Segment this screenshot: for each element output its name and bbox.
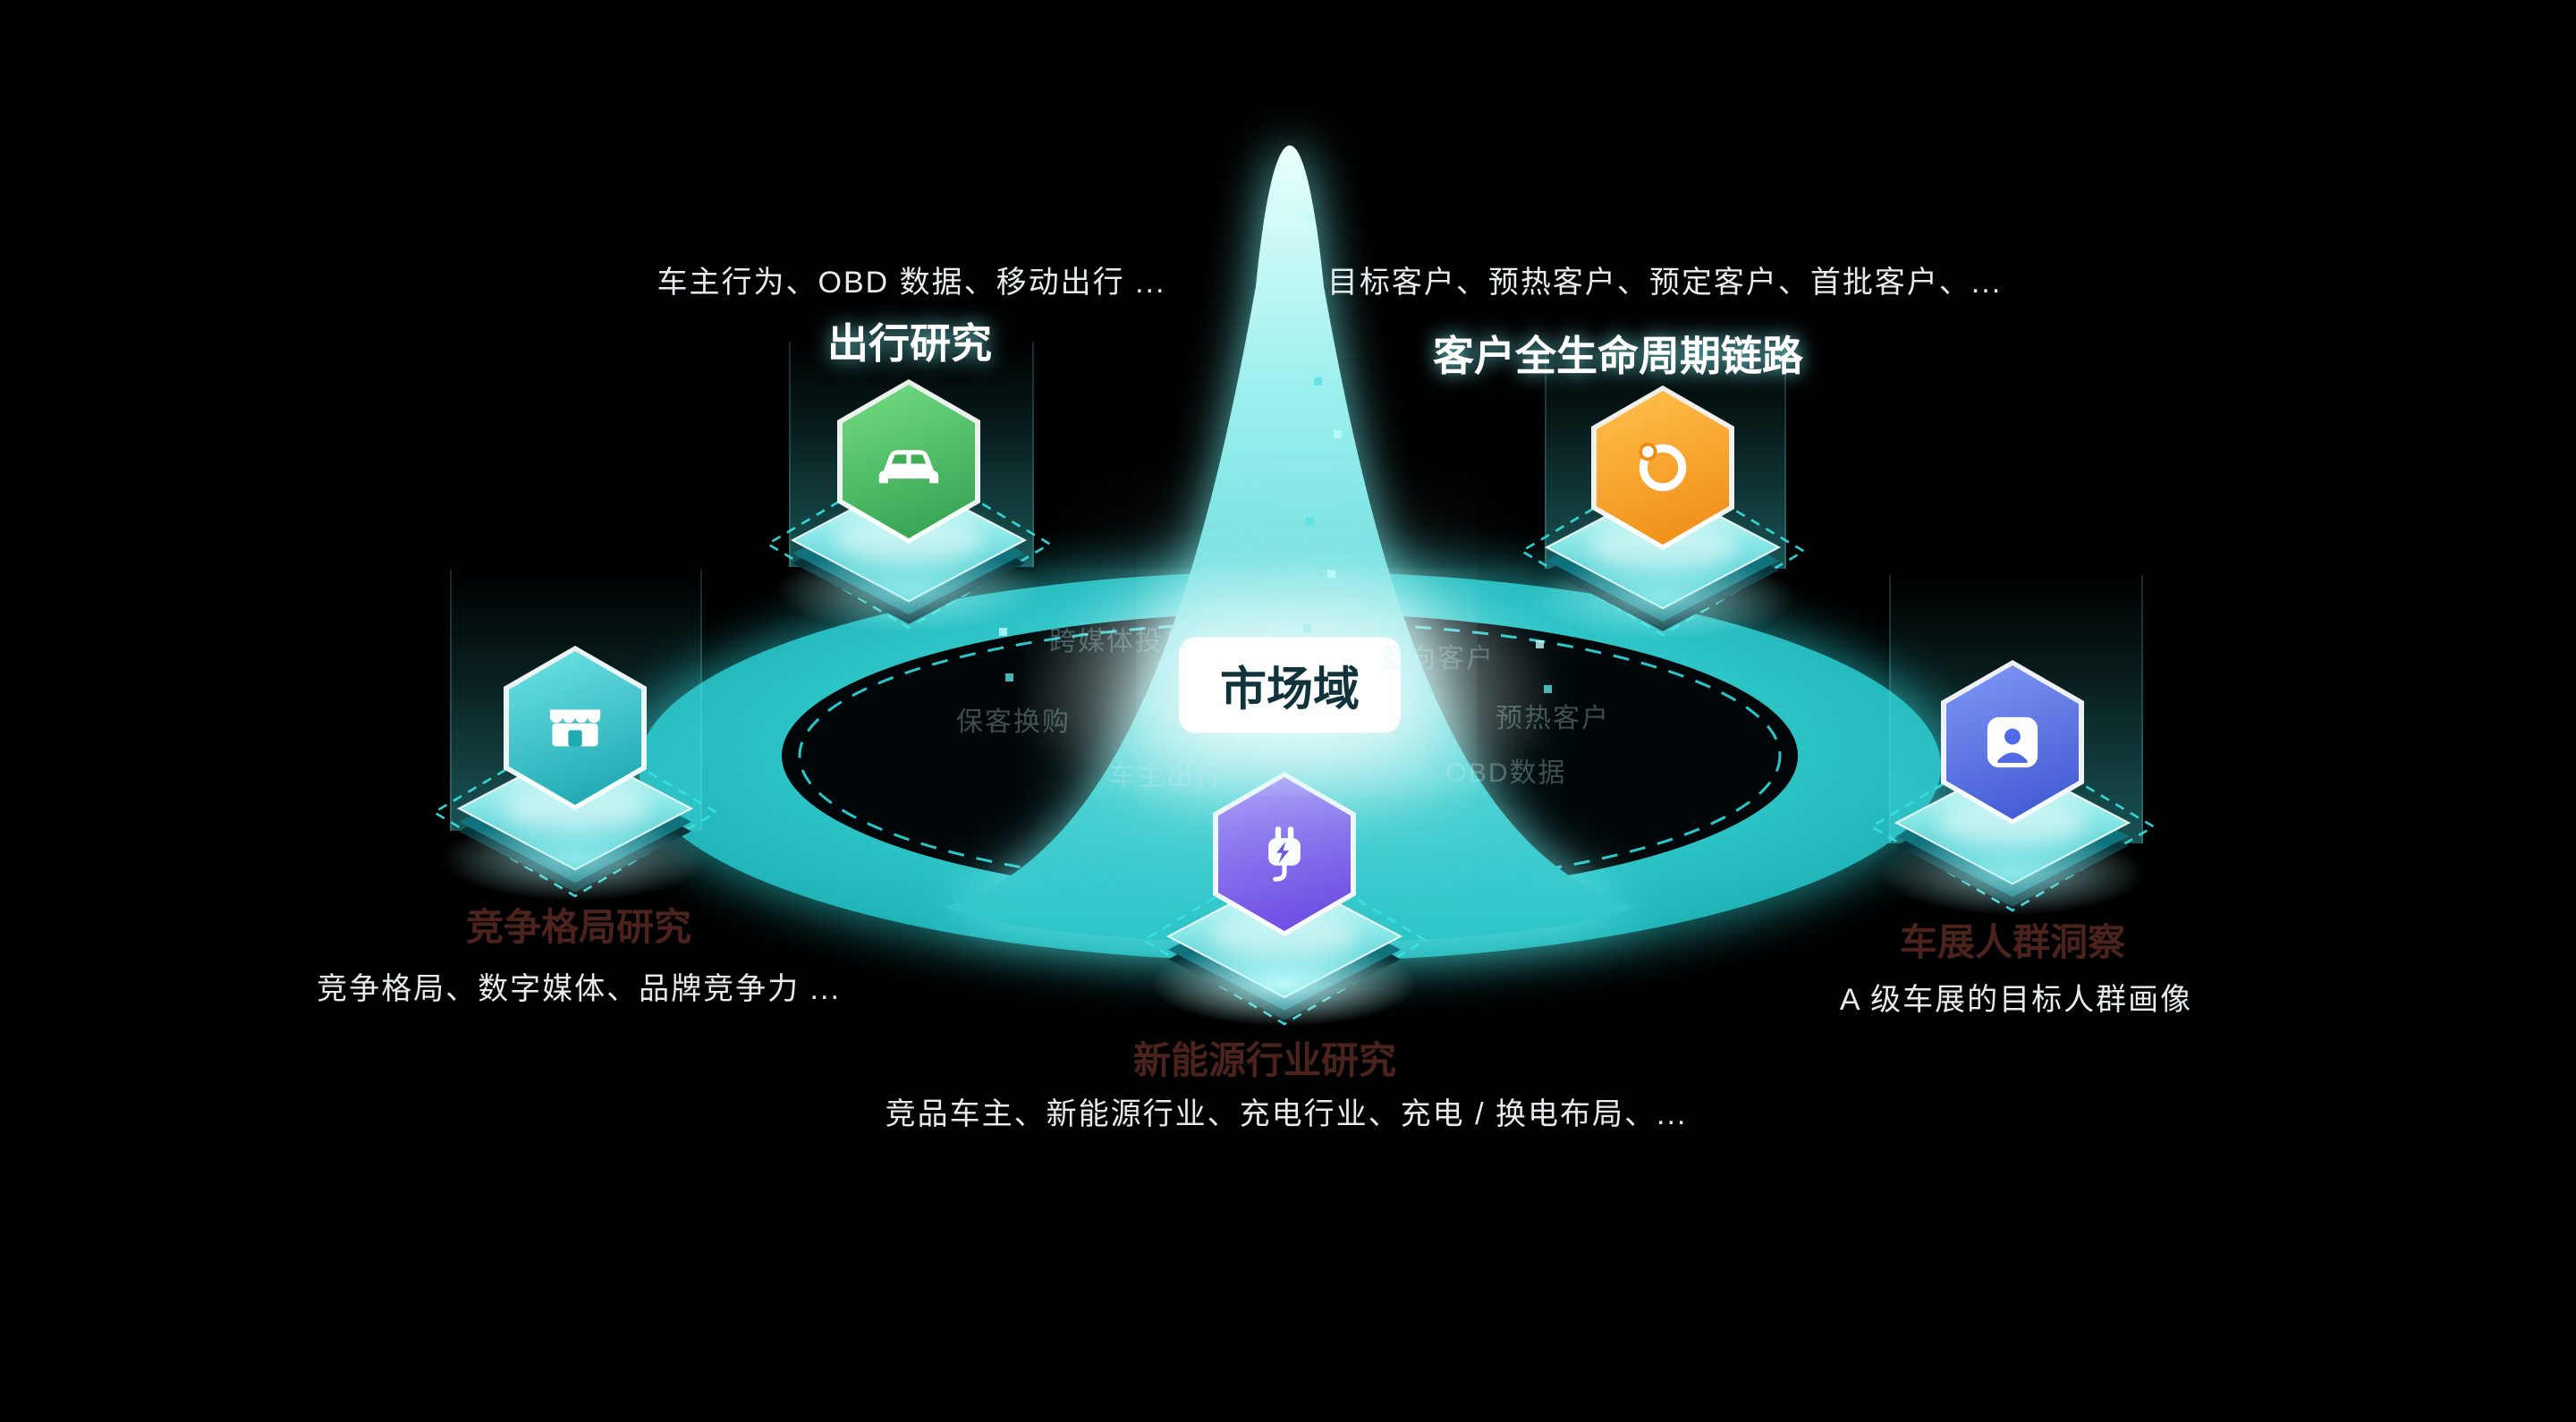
particle-dot [1314, 377, 1322, 385]
particle-dot [1306, 518, 1314, 526]
car-icon [878, 450, 939, 484]
user-icon [1987, 716, 2038, 768]
platform-glow [1529, 554, 1797, 640]
charging-icon [1268, 826, 1301, 882]
ring-tag: 保客换购 [956, 707, 1071, 737]
particle-dot [1334, 430, 1342, 438]
center-market-domain-label: 市场域 [1178, 637, 1402, 733]
label-travel-research: 出行研究 [827, 320, 992, 367]
orbit-icon [1639, 442, 1687, 492]
caption-brand-competition: 竞争格局、数字媒体、品牌竞争力 ... [317, 972, 841, 1006]
platform-glow [1878, 830, 2147, 916]
hex-auto-show [1941, 660, 2084, 825]
particle-dot [1327, 570, 1335, 578]
particle-dot [1536, 640, 1544, 648]
platform-glow [775, 547, 1043, 633]
hex-brand-competition [504, 646, 647, 810]
particle-dot [1303, 624, 1311, 632]
ring-tag: OBD数据 [1445, 758, 1567, 788]
caption-new-energy: 竞品车主、新能源行业、充电行业、充电 / 换电布局、... [885, 1097, 1688, 1131]
caption-auto-show: A 级车展的目标人群画像 [1839, 983, 2193, 1017]
label-new-energy: 新能源行业研究 [1132, 1039, 1397, 1081]
ring-tag: 车主出行 [1109, 762, 1224, 791]
label-brand-competition: 竞争格局研究 [465, 906, 692, 948]
particle-dot [1544, 685, 1552, 693]
ring-tag: 意向客户 [1380, 644, 1495, 673]
ring-tag: 预热客户 [1496, 704, 1610, 733]
caption-travel-research: 车主行为、OBD 数据、移动出行 ... [657, 266, 1166, 300]
platform-glow [441, 816, 709, 901]
ring-tag: 跨媒体投放 [1049, 627, 1192, 656]
platform-glow [1150, 941, 1419, 1027]
caption-customer-lifecycle: 目标客户、预热客户、预定客户、首批客户、... [1326, 266, 2003, 300]
particle-dot [1306, 214, 1314, 222]
storefront-icon [549, 709, 601, 747]
particle-dot [1005, 673, 1013, 681]
label-auto-show: 车展人群洞察 [1899, 921, 2126, 963]
label-customer-lifecycle: 客户全生命周期链路 [1433, 333, 1803, 379]
